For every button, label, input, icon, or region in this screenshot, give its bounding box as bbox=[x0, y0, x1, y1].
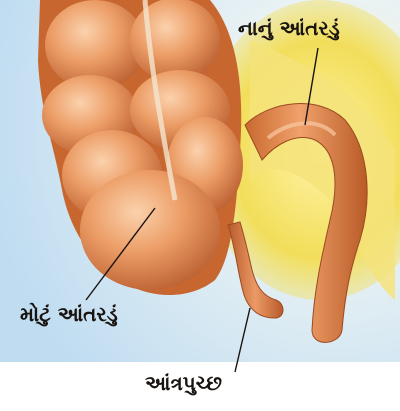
label-small-intestine: નાનું આંતરડું bbox=[238, 18, 340, 38]
label-large-intestine: મોટું આંતરડું bbox=[20, 304, 118, 324]
label-appendix: આંત્રપુચ્છ bbox=[145, 373, 222, 393]
